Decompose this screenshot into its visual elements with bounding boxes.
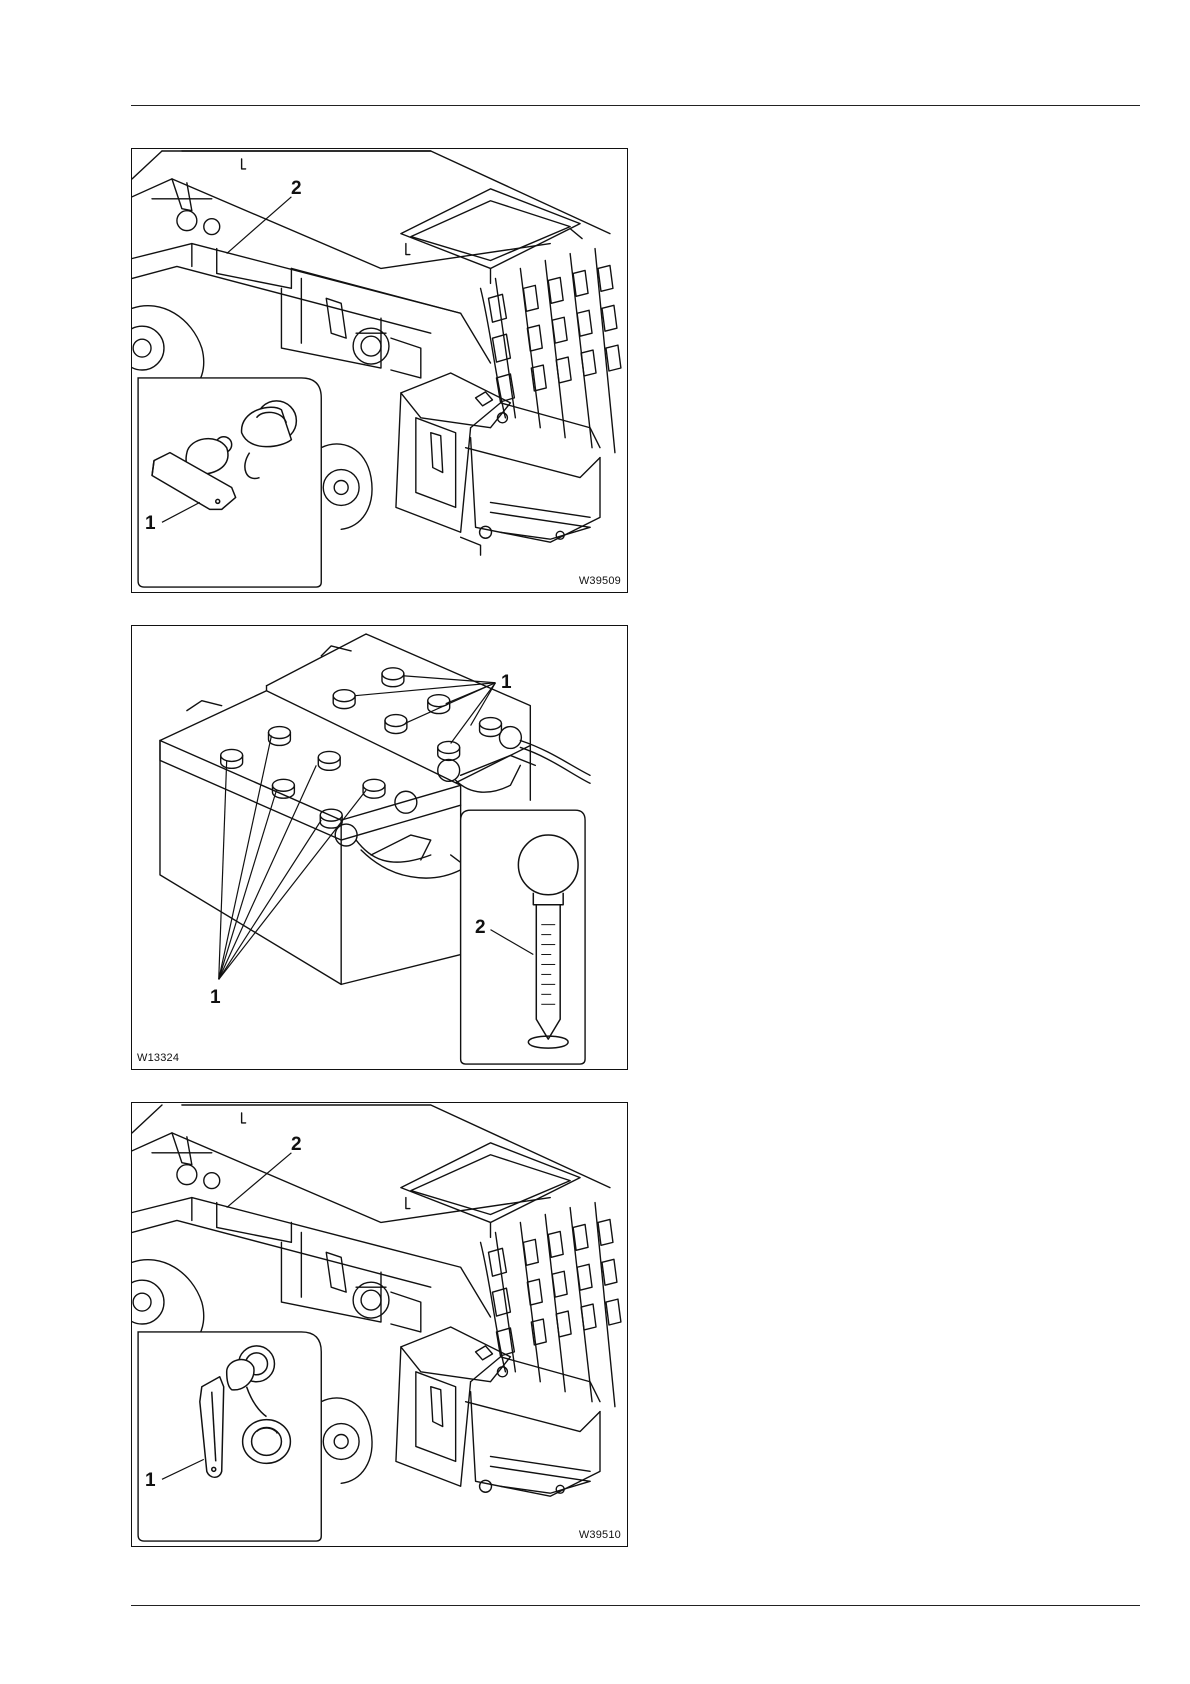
crane-carrier-illustration	[132, 1103, 627, 1546]
callout-label: 1	[145, 514, 156, 533]
callout-label: 1	[145, 1471, 156, 1490]
crane-carrier-illustration	[132, 149, 627, 592]
figure-crane-switch-key-inserted: 2 1 W39510	[131, 1102, 628, 1547]
figure-code: W39509	[579, 575, 621, 587]
callout-label: 2	[291, 179, 302, 198]
figure-battery-caps: 1 1 2 W13324	[131, 625, 628, 1070]
header-rule	[131, 105, 1140, 106]
figure-code: W13324	[137, 1052, 179, 1064]
figure-code: W39510	[579, 1529, 621, 1541]
callout-label: 2	[291, 1135, 302, 1154]
figure-crane-switch-key: 2 1 W39509	[131, 148, 628, 593]
footer-rule	[131, 1605, 1140, 1606]
battery-illustration	[132, 626, 627, 1069]
callout-label: 2	[475, 918, 486, 937]
callout-label: 1	[501, 673, 512, 692]
callout-label: 1	[210, 988, 221, 1007]
